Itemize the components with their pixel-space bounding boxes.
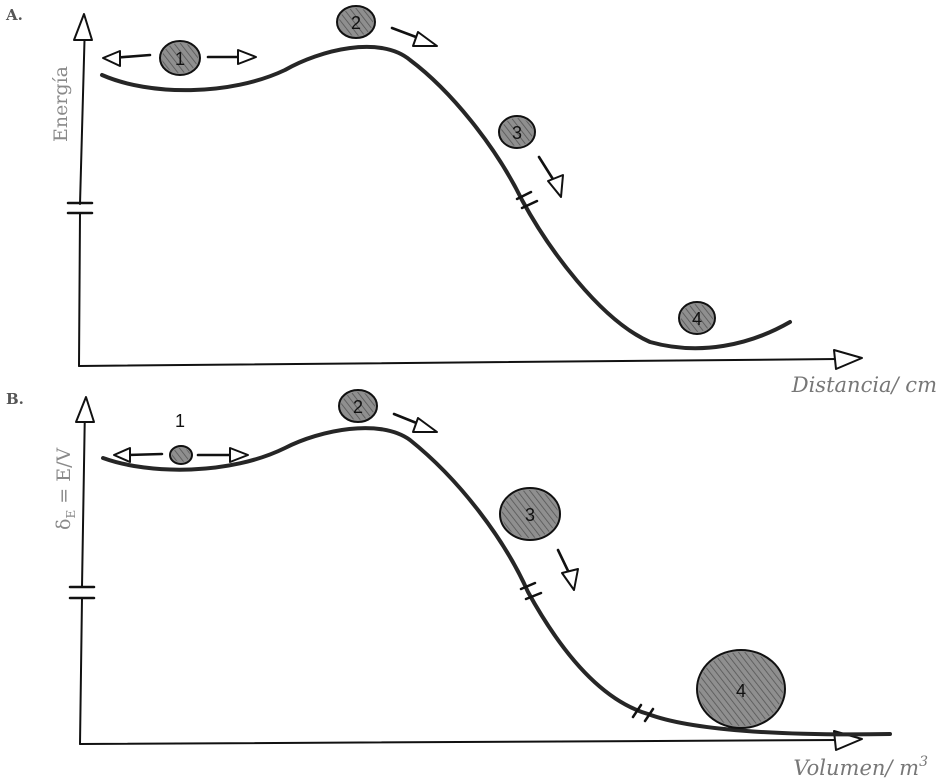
panel-b-letter: B.: [6, 390, 24, 408]
panel-a-ball-3: 3: [498, 115, 564, 198]
panel-a-x-axis: [78, 349, 863, 370]
panel-b-x-axis: [79, 730, 863, 751]
panel-a-y-axis-label: Energía: [50, 66, 72, 142]
panel-b-density-curve: [101, 426, 892, 737]
panel-b-ball-4: 4: [696, 649, 786, 729]
panel-a-x-axis-label: Distancia/ cm: [791, 373, 937, 397]
panel-b-y-axis-label: δE = E/V: [53, 448, 78, 530]
panel-a: A. Energía Distancia/ cm 1: [5, 5, 937, 397]
panel-a-ball-2: 2: [336, 5, 438, 47]
svg-text:δE = E/V: δE = E/V: [53, 448, 78, 530]
svg-text:2: 2: [353, 397, 363, 417]
panel-a-letter: A.: [5, 6, 23, 24]
panel-b-y-axis: [68, 396, 96, 745]
svg-text:3: 3: [512, 123, 522, 143]
panel-b-ball-3: 3: [499, 487, 579, 591]
panel-a-energy-curve: [100, 45, 792, 351]
panel-a-ball-4: 4: [678, 301, 716, 335]
svg-text:1: 1: [175, 411, 185, 431]
svg-text:2: 2: [351, 13, 361, 33]
svg-text:4: 4: [692, 309, 702, 329]
svg-text:1: 1: [175, 49, 185, 69]
panel-b: B. δE = E/V Volumen/ m3 1: [6, 389, 928, 779]
panel-a-y-axis: [66, 13, 94, 367]
panel-b-ball-2: 2: [338, 389, 438, 433]
panel-a-ball-1: 1: [102, 40, 257, 76]
svg-text:4: 4: [736, 681, 746, 701]
panel-b-x-axis-label: Volumen/ m3: [793, 754, 928, 779]
panel-b-ball-1: 1: [113, 411, 249, 465]
svg-text:3: 3: [525, 505, 535, 525]
